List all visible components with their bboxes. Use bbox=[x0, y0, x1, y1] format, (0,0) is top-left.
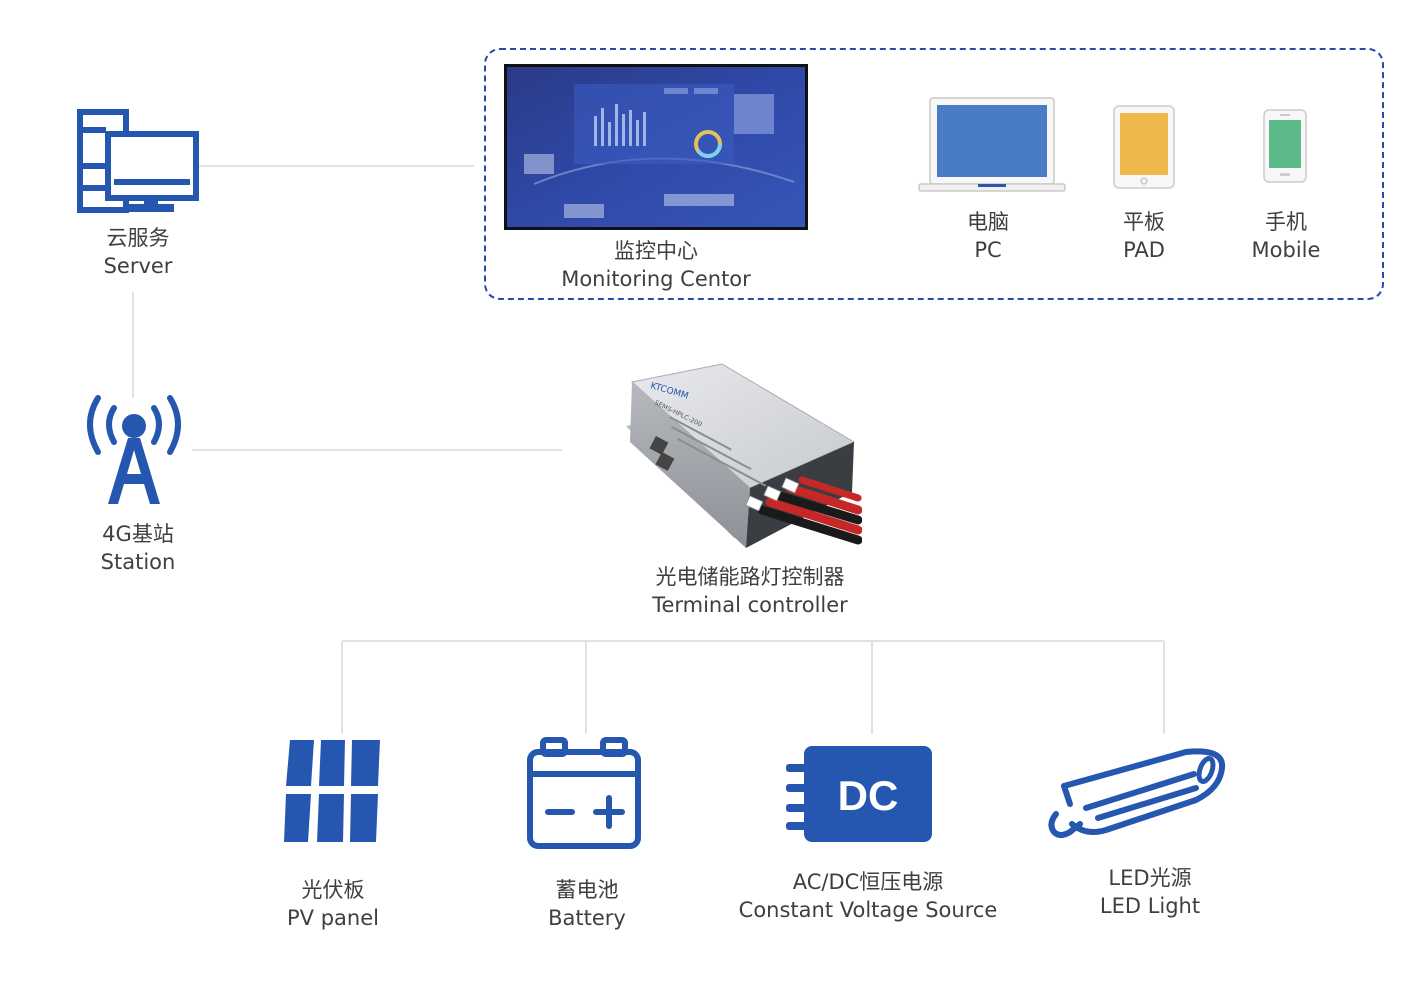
dc-icon-text: DC bbox=[838, 772, 899, 819]
server-label: 云服务 Server bbox=[104, 224, 173, 280]
pv-label-cn: 光伏板 bbox=[301, 878, 365, 902]
battery-label: 蓄电池 Battery bbox=[548, 876, 626, 932]
monitoring-center-image bbox=[504, 64, 808, 230]
dc-label-cn: AC/DC恒压电源 bbox=[792, 870, 944, 894]
server-label-cn: 云服务 bbox=[106, 226, 170, 250]
pad-label-cn: 平板 bbox=[1123, 210, 1165, 234]
led-label-cn: LED光源 bbox=[1108, 866, 1192, 890]
pv-label: 光伏板 PV panel bbox=[287, 876, 379, 932]
mobile-label-en: Mobile bbox=[1251, 238, 1321, 262]
server-computer-icon bbox=[77, 109, 199, 213]
led-label-en: LED Light bbox=[1099, 894, 1201, 918]
mobile-label: 手机 Mobile bbox=[1252, 208, 1321, 264]
pc-label-cn: 电脑 bbox=[967, 210, 1009, 234]
controller-label-en: Terminal controller bbox=[652, 593, 848, 617]
pv-label-en: PV panel bbox=[287, 906, 379, 930]
battery-label-en: Battery bbox=[548, 906, 626, 930]
battery-icon bbox=[527, 737, 641, 849]
led-label: LED光源 LED Light bbox=[1100, 864, 1200, 920]
mobile-label-cn: 手机 bbox=[1264, 210, 1307, 234]
dc-label-en: Constant Voltage Source bbox=[738, 898, 998, 922]
cell-tower-icon bbox=[87, 395, 181, 504]
controller-label: 光电储能路灯控制器 Terminal controller bbox=[652, 563, 848, 619]
pad-label: 平板 PAD bbox=[1123, 208, 1165, 264]
station-label-en: Station bbox=[100, 550, 176, 574]
battery-label-cn: 蓄电池 bbox=[555, 878, 619, 902]
street-light-icon bbox=[1048, 748, 1226, 838]
dc-power-icon: DC bbox=[786, 746, 932, 842]
tablet-icon bbox=[1113, 105, 1175, 189]
monitoring-label-en: Monitoring Centor bbox=[561, 267, 751, 291]
pc-label: 电脑 PC bbox=[967, 208, 1009, 264]
monitoring-label: 监控中心 Monitoring Centor bbox=[561, 237, 751, 293]
solar-panel-icon bbox=[284, 740, 380, 842]
station-label-cn: 4G基站 bbox=[102, 522, 174, 546]
monitoring-label-cn: 监控中心 bbox=[614, 239, 698, 263]
controller-label-cn: 光电储能路灯控制器 bbox=[655, 565, 845, 589]
phone-icon bbox=[1263, 109, 1307, 183]
server-label-en: Server bbox=[103, 254, 173, 278]
controller-device-image: KTCOMM SEMS-HPLC-200 bbox=[626, 363, 862, 548]
client-devices-group bbox=[484, 48, 1384, 300]
pad-label-en: PAD bbox=[1123, 238, 1165, 262]
dc-label: AC/DC恒压电源 Constant Voltage Source bbox=[739, 868, 998, 924]
pc-label-en: PC bbox=[974, 238, 1002, 262]
laptop-icon bbox=[918, 97, 1066, 192]
station-label: 4G基站 Station bbox=[101, 520, 176, 576]
